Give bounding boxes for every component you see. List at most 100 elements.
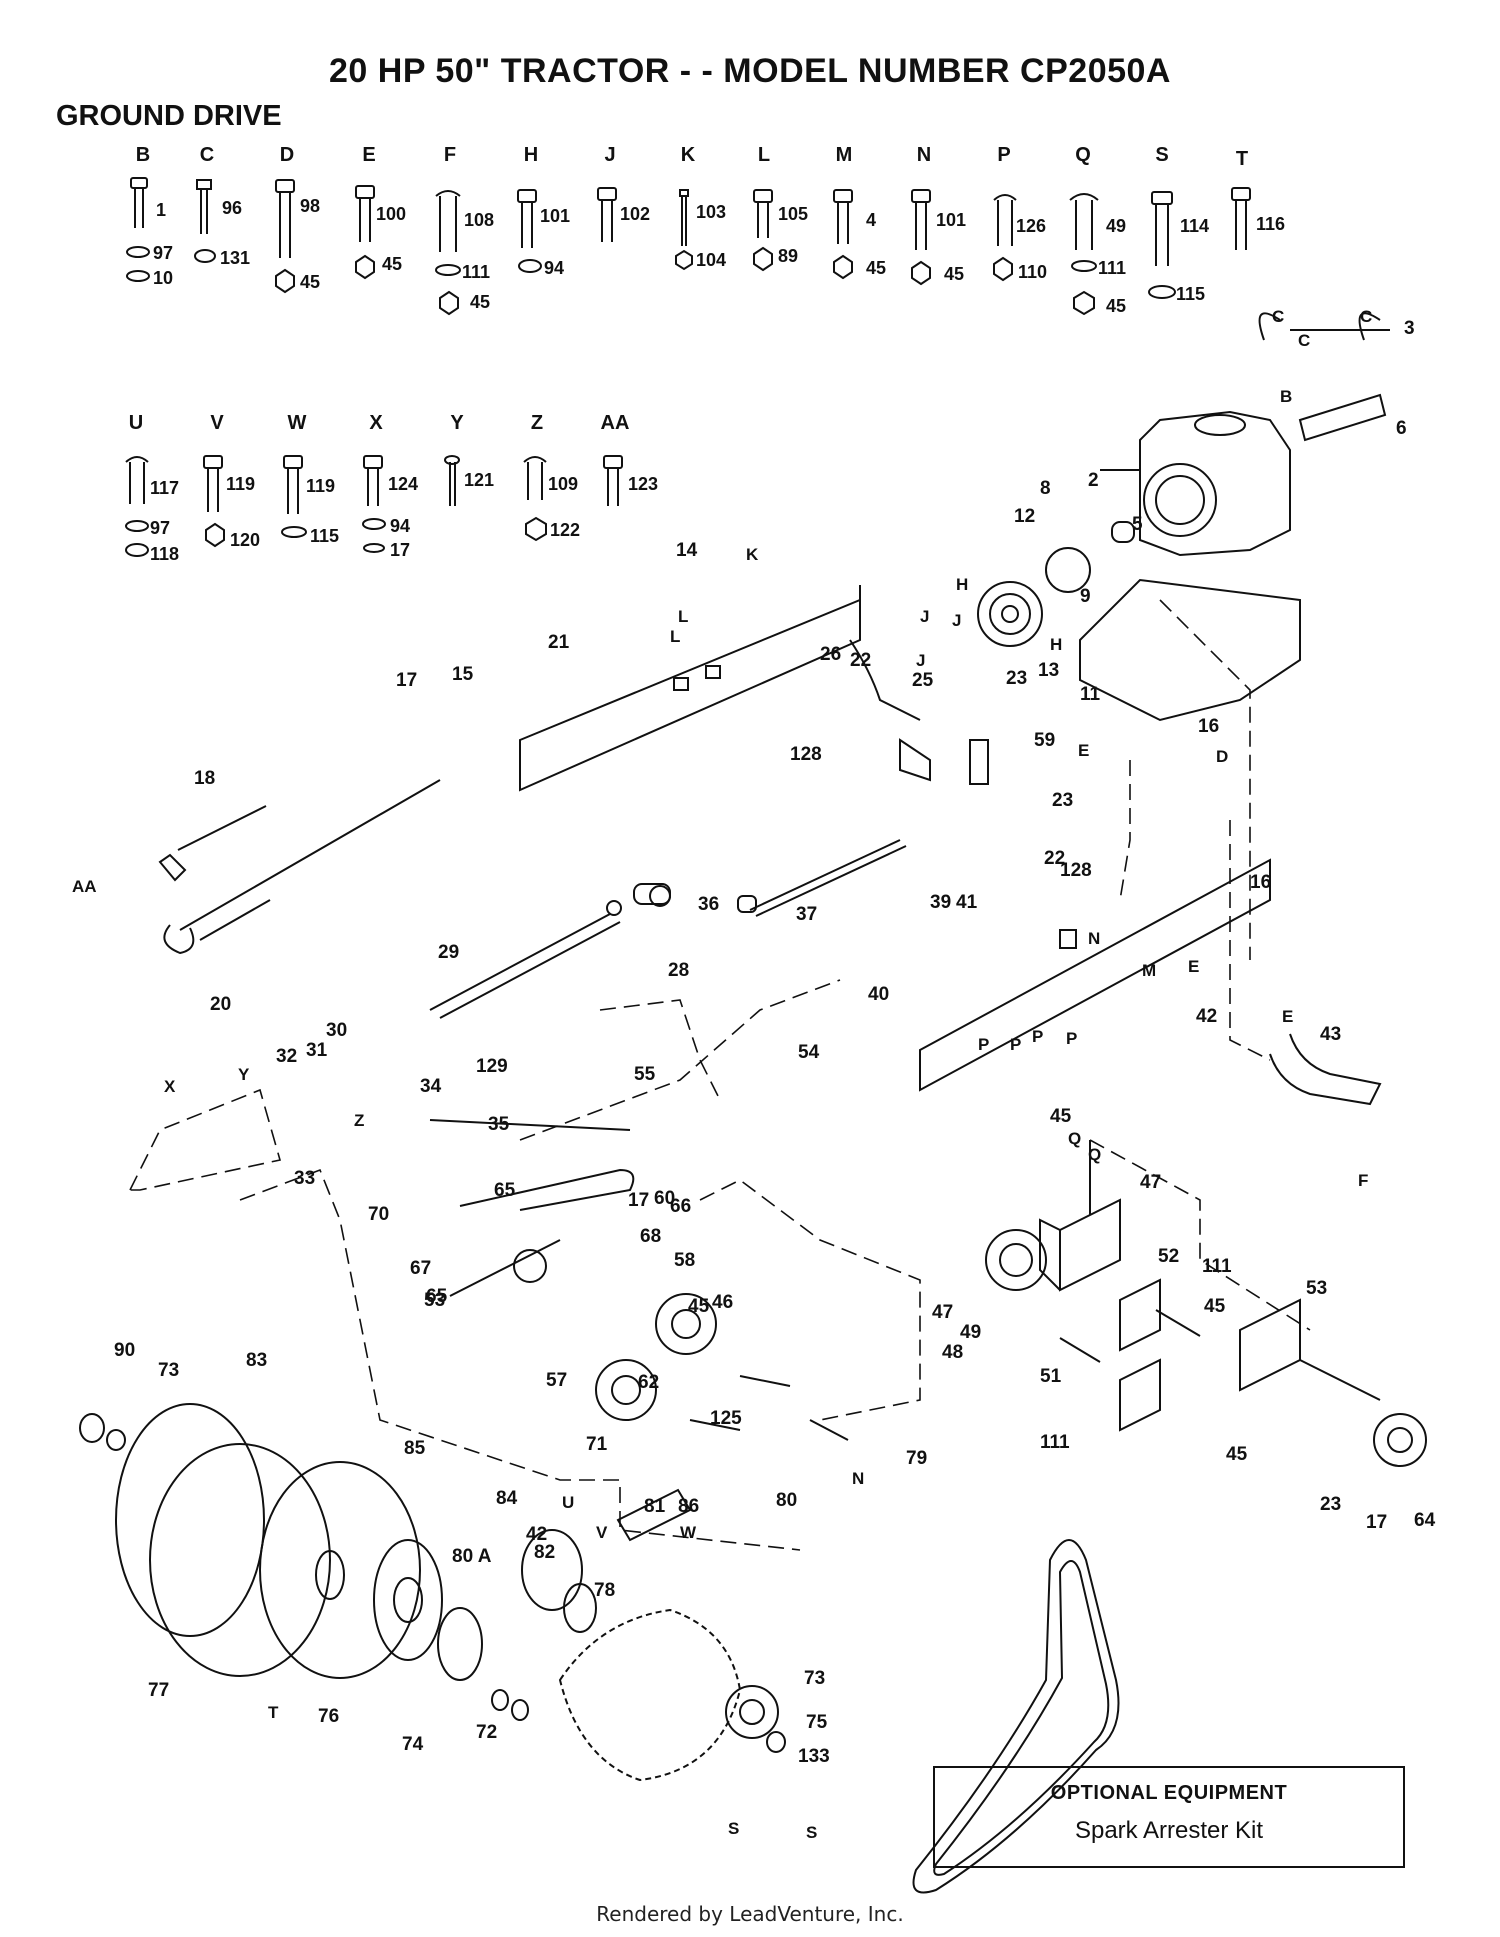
- frame-right-rail: [919, 858, 1271, 1092]
- callout-label: 60: [654, 1188, 675, 1209]
- hardware-part: 111: [462, 262, 491, 282]
- hardware-part: 94: [390, 516, 411, 536]
- connector-letter: U: [562, 1493, 574, 1512]
- hardware-part: 118: [150, 544, 180, 564]
- hardware-part: 101: [936, 210, 967, 230]
- muffler: [1298, 393, 1387, 442]
- connector-letter: P: [1010, 1035, 1021, 1054]
- callout-label: 21: [548, 632, 570, 653]
- engine-spacer: [1111, 521, 1135, 543]
- hardware-part: 104: [696, 250, 727, 270]
- page-title: 20 HP 50" TRACTOR - - MODEL NUMBER CP205…: [329, 52, 1171, 90]
- callout-label: 6: [1396, 418, 1407, 439]
- hardware-glyphs-row-1: [126, 177, 1251, 316]
- hardware-part: 17: [390, 540, 411, 560]
- connector-letter: X: [164, 1077, 176, 1096]
- hardware-glyphs-row-2: [125, 455, 623, 557]
- transaxle-pulley: [725, 1685, 779, 1739]
- link-rod: [429, 1119, 631, 1131]
- connector-letter: J: [952, 611, 961, 630]
- callout-label: 125: [710, 1408, 742, 1429]
- callout-label: 82: [534, 1542, 555, 1563]
- connector-letter: H: [956, 575, 968, 594]
- callout-label: 52: [1158, 1246, 1179, 1267]
- hardware-part: 115: [1176, 284, 1206, 304]
- callout-label: 133: [798, 1746, 830, 1767]
- steering-shaft: [163, 779, 441, 955]
- hardware-letter: F: [443, 144, 457, 166]
- callout-label: 128: [1060, 860, 1092, 881]
- connector-letter: C: [1298, 331, 1310, 350]
- hardware-part: 119: [226, 474, 256, 494]
- hardware-part: 115: [310, 526, 340, 546]
- callout-label: 79: [906, 1448, 927, 1469]
- callout-label: 2: [1088, 470, 1099, 491]
- connector-letter: L: [670, 627, 680, 646]
- callout-label: 86: [678, 1496, 699, 1517]
- callout-label: 5: [1132, 514, 1143, 535]
- connector-letter: Y: [238, 1065, 250, 1084]
- callout-label: 75: [806, 1712, 828, 1733]
- hardware-part: 10: [153, 268, 174, 288]
- hardware-part: 45: [944, 264, 965, 284]
- engine-mount-plate: [1079, 578, 1301, 722]
- connector-letter: P: [978, 1035, 989, 1054]
- optional-heading: OPTIONAL EQUIPMENT: [1050, 1782, 1288, 1804]
- hardware-part: 98: [300, 196, 321, 216]
- idler-bracket-lower: [1119, 1278, 1161, 1352]
- callout-label: 16: [1198, 716, 1219, 737]
- callout-label: 22: [850, 650, 871, 671]
- callout-label: 68: [640, 1226, 661, 1247]
- assembly-guide-lines: [128, 599, 1311, 1551]
- frame-left-rail: [519, 585, 861, 792]
- hardware-part: 89: [778, 246, 799, 266]
- callout-label: 31: [306, 1040, 328, 1061]
- connector-letter: D: [1216, 747, 1228, 766]
- connector-letter: J: [920, 607, 929, 626]
- gear-rack: [177, 805, 267, 851]
- section-title: GROUND DRIVE: [56, 100, 282, 132]
- pedal-bracket: [899, 738, 931, 782]
- callout-label: 111: [1040, 1432, 1070, 1453]
- idler-bolt: [1155, 1309, 1201, 1337]
- steering-support: [158, 853, 187, 882]
- hardware-letter: B: [135, 144, 151, 166]
- hardware-part: 45: [470, 292, 491, 312]
- idler-arm-hub: [513, 1249, 547, 1283]
- idler-pulley-upper: [985, 1229, 1047, 1291]
- hardware-letter: U: [128, 412, 144, 434]
- callout-label: 17: [1366, 1512, 1387, 1533]
- connector-letter: T: [268, 1703, 279, 1722]
- pivot-bracket: [969, 739, 989, 785]
- callout-label: 26: [820, 644, 841, 665]
- clevis-pin: [649, 885, 671, 907]
- hardware-part: 105: [778, 204, 809, 224]
- hardware-part: 108: [464, 210, 495, 230]
- callout-label: 37: [796, 904, 817, 925]
- hardware-part: 45: [300, 272, 321, 292]
- callout-label: 80: [776, 1490, 797, 1511]
- callout-label: 33: [294, 1168, 315, 1189]
- callout-label: 73: [804, 1668, 825, 1689]
- hardware-part: 102: [620, 204, 651, 224]
- muffler-bracket: [1258, 312, 1390, 341]
- hardware-part: 100: [376, 204, 407, 224]
- idler-bracket: [1039, 1140, 1121, 1292]
- callout-label: 25: [912, 670, 934, 691]
- washer: [491, 1689, 509, 1711]
- hardware-part: 45: [1106, 296, 1127, 316]
- hardware-letter: C: [199, 144, 215, 166]
- hardware-part: 96: [222, 198, 243, 218]
- callout-label: 81: [644, 1496, 666, 1517]
- callout-label: 42: [526, 1524, 547, 1545]
- callout-label: 43: [1320, 1024, 1341, 1045]
- connector-letter: J: [916, 651, 925, 670]
- hardware-letter: M: [835, 144, 853, 166]
- connector-letter: L: [678, 607, 688, 626]
- hardware-letter: K: [680, 144, 696, 166]
- callout-label: 9: [1080, 586, 1091, 607]
- callout-label: 84: [496, 1488, 518, 1509]
- pulley-58: [655, 1293, 717, 1355]
- callout-label: 128: [790, 744, 822, 765]
